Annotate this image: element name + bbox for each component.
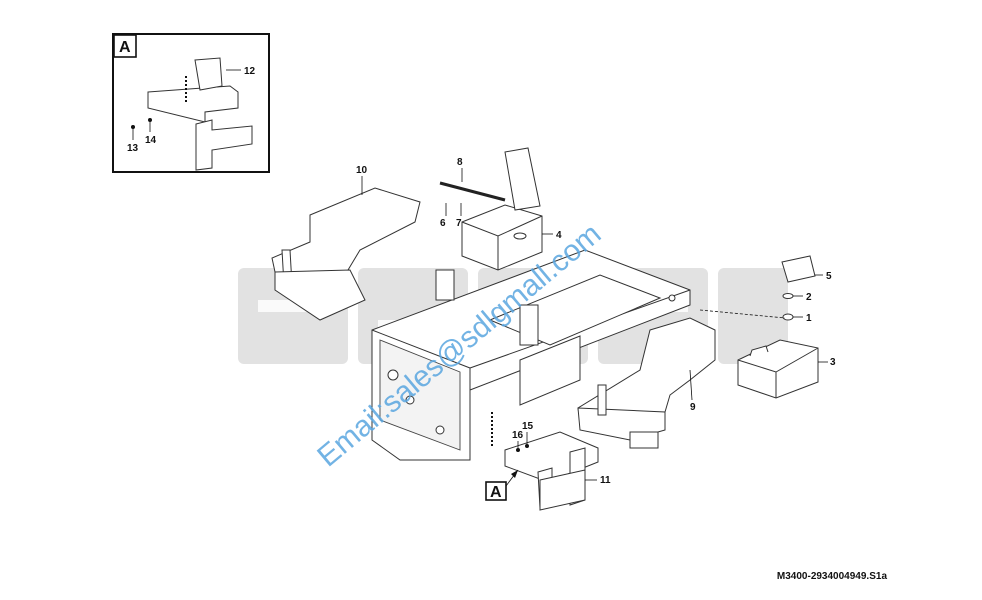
- toolbox-4: 8 6 7 4: [439, 147, 562, 271]
- callout-3: 3: [830, 357, 836, 368]
- detail-box-a: A 12 13 14: [112, 33, 270, 173]
- main-frame: [371, 249, 691, 461]
- callout-6: 6: [440, 218, 446, 229]
- callout-2: 2: [806, 292, 812, 303]
- callout-13: 13: [127, 143, 139, 154]
- callout-15: 15: [522, 421, 534, 432]
- callout-8: 8: [457, 157, 463, 168]
- battery-3: 3 5 2 1: [699, 255, 836, 399]
- callout-7: 7: [456, 218, 462, 229]
- callout-14: 14: [145, 135, 157, 146]
- callout-1: 1: [806, 313, 812, 324]
- callout-9: 9: [690, 402, 696, 413]
- right-fender-9: 9: [577, 317, 716, 449]
- callout-11: 11: [600, 475, 611, 486]
- callout-4: 4: [556, 230, 562, 241]
- callout-12: 12: [244, 66, 256, 77]
- view-marker-label: A: [490, 484, 502, 501]
- detail-box-label: A: [119, 39, 131, 56]
- figure-code: M3400-2934004949.S1a: [776, 571, 887, 582]
- callout-16: 16: [512, 430, 524, 441]
- callout-5: 5: [826, 271, 832, 282]
- step-bracket-11: 15 16 11 A: [485, 412, 611, 511]
- left-fender-10: 10: [271, 165, 421, 321]
- callout-10: 10: [356, 165, 368, 176]
